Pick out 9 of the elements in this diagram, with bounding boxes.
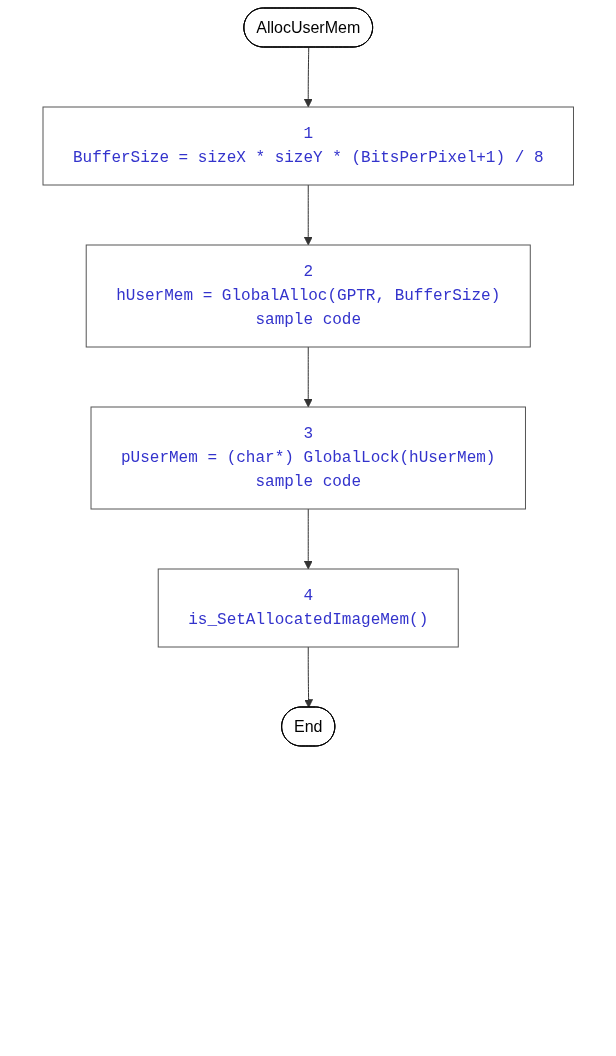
arrow — [303, 346, 313, 408]
arrow — [303, 646, 313, 708]
node-box: 3 pUserMem = (char*) GlobalLock(hUserMem) sample code — [90, 406, 526, 510]
node-box: 4 is_SetAllocatedImageMem() — [157, 568, 459, 648]
arrow — [303, 508, 313, 570]
node-box: 1 BufferSize = sizeX * sizeY * (BitsPerPixel+1) / 8 — [42, 106, 574, 186]
arrow — [303, 184, 313, 246]
arrow — [303, 47, 313, 108]
node-box: 2 hUserMem = GlobalAlloc(GPTR, BufferSize) sample code — [85, 244, 531, 348]
